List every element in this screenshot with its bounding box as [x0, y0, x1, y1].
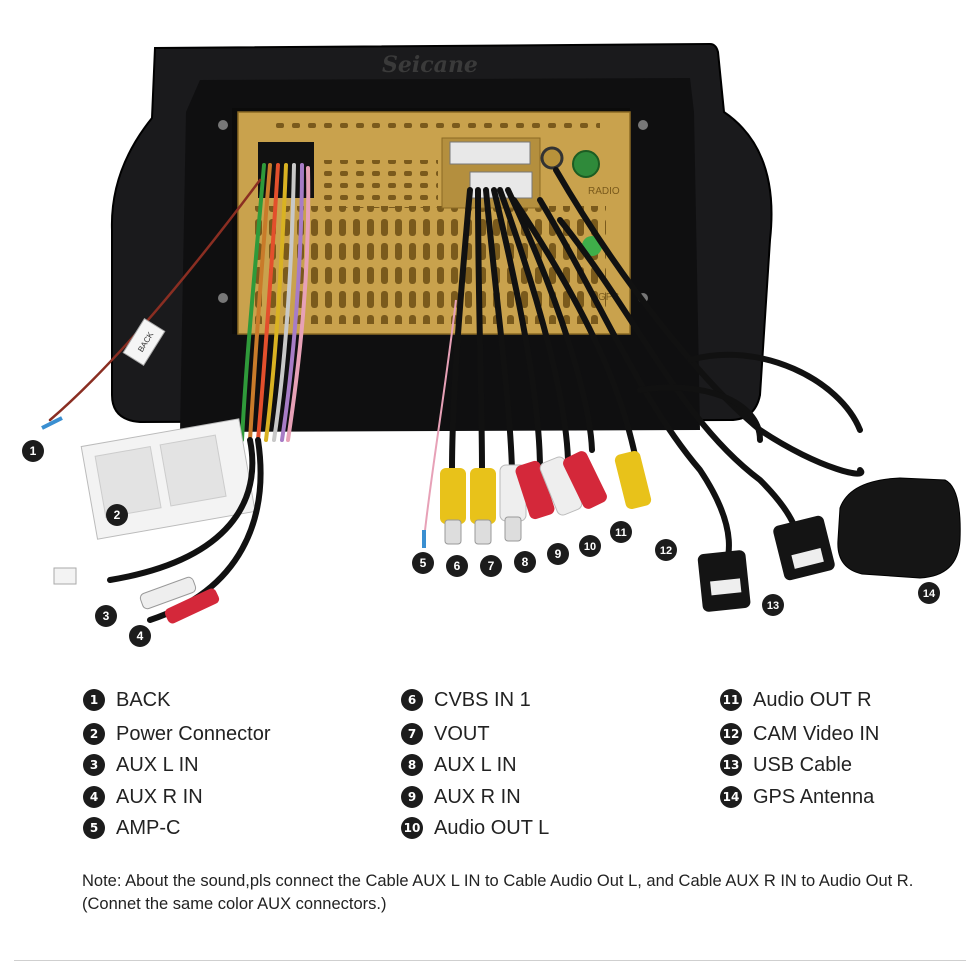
av-socket-top	[449, 141, 531, 165]
legend-item-3: 3 AUX L IN	[83, 752, 199, 778]
legend-item-2: 2 Power Connector	[83, 721, 271, 747]
legend-number: 1	[83, 689, 105, 711]
callout-9: 9	[555, 547, 562, 561]
callout-1: 1	[30, 444, 37, 458]
legend-label: USB Cable	[753, 753, 852, 776]
radio-antenna-port	[540, 146, 564, 170]
callout-7: 7	[488, 559, 495, 573]
wire-harness	[48, 163, 311, 442]
legend-label: BACK	[116, 688, 171, 711]
aux-r-plug	[164, 588, 220, 624]
legend-number: 5	[83, 817, 105, 839]
legend-item-5: 5 AMP-C	[83, 815, 180, 841]
usb-port-2	[791, 548, 824, 569]
av-cables	[449, 187, 639, 473]
legend-item-13: 13 USB Cable	[720, 752, 852, 778]
callout-12: 12	[660, 545, 672, 557]
legend-item-8: 8 AUX L IN	[401, 752, 517, 778]
legend-number: 3	[83, 754, 105, 776]
legend-item-7: 7 VOUT	[401, 721, 490, 747]
legend-number: 11	[720, 689, 742, 711]
legend-number: 7	[401, 723, 423, 745]
callout-8: 8	[522, 555, 529, 569]
legend-item-4: 4 AUX R IN	[83, 784, 203, 810]
legend-label: CVBS IN 1	[434, 688, 531, 711]
legend-label: Audio OUT L	[434, 816, 550, 839]
legend-number: 8	[401, 754, 423, 776]
legend-label: CAM Video IN	[753, 722, 880, 745]
usb-port-1	[710, 578, 742, 596]
legend-item-11: 11 Audio OUT R	[720, 687, 872, 713]
product-photo: Seicane RADIO GPS BACK	[22, 42, 961, 647]
legend-number: 4	[83, 786, 105, 808]
radio-label: RADIO	[588, 186, 620, 197]
aux-l-plug	[139, 576, 197, 610]
legend-number: 6	[401, 689, 423, 711]
gps-antenna	[837, 477, 961, 579]
callout-6: 6	[454, 559, 461, 573]
gps-port	[572, 150, 600, 178]
legend-number: 13	[720, 754, 742, 776]
callout-markers: 1 2 3 4 5 6 7 8 9 10 11 12 13 14	[22, 440, 940, 647]
legend-item-14: 14 GPS Antenna	[720, 784, 874, 810]
legend-item-9: 9 AUX R IN	[401, 784, 521, 810]
legend-number: 12	[720, 723, 742, 745]
legend-label: AMP-C	[116, 816, 181, 839]
legend-label: Audio OUT R	[753, 688, 872, 711]
legend-label: AUX R IN	[434, 785, 521, 808]
legend-number: 2	[83, 723, 105, 745]
sound-note: Note: About the sound,pls connect the Ca…	[82, 872, 914, 913]
legend-label: Power Connector	[116, 722, 271, 745]
usb-plug-2	[773, 515, 835, 581]
callout-11: 11	[615, 527, 627, 539]
legend-number: 14	[720, 786, 742, 808]
legend-number: 10	[401, 817, 423, 839]
callout-3: 3	[103, 609, 110, 623]
callout-2: 2	[114, 508, 121, 522]
legend-label: AUX L IN	[434, 753, 517, 776]
back-tag	[122, 317, 166, 367]
brand-logo: Seicane	[382, 52, 478, 78]
callout-5: 5	[420, 556, 427, 570]
callout-4: 4	[137, 629, 144, 643]
back-wire-tip	[41, 416, 63, 430]
legend-label: AUX R IN	[116, 785, 203, 808]
legend-number: 9	[401, 786, 423, 808]
legend-label: VOUT	[434, 722, 490, 745]
legend-item-12: 12 CAM Video IN	[720, 721, 879, 747]
legend-item-6: 6 CVBS IN 1	[401, 687, 531, 713]
callout-10: 10	[584, 541, 596, 553]
legend-item-1: 1 BACK	[83, 687, 170, 713]
legend-label: AUX L IN	[116, 753, 199, 776]
legend-item-10: 10 Audio OUT L	[401, 815, 549, 841]
amp-c-wire	[423, 299, 457, 541]
legend-label: GPS Antenna	[753, 785, 875, 808]
callout-14: 14	[923, 588, 936, 600]
callout-13: 13	[767, 600, 779, 612]
gps-label: GPS	[598, 292, 619, 303]
amp-connector	[53, 567, 77, 585]
rca-plugs	[440, 450, 652, 545]
bottom-divider	[14, 960, 966, 961]
